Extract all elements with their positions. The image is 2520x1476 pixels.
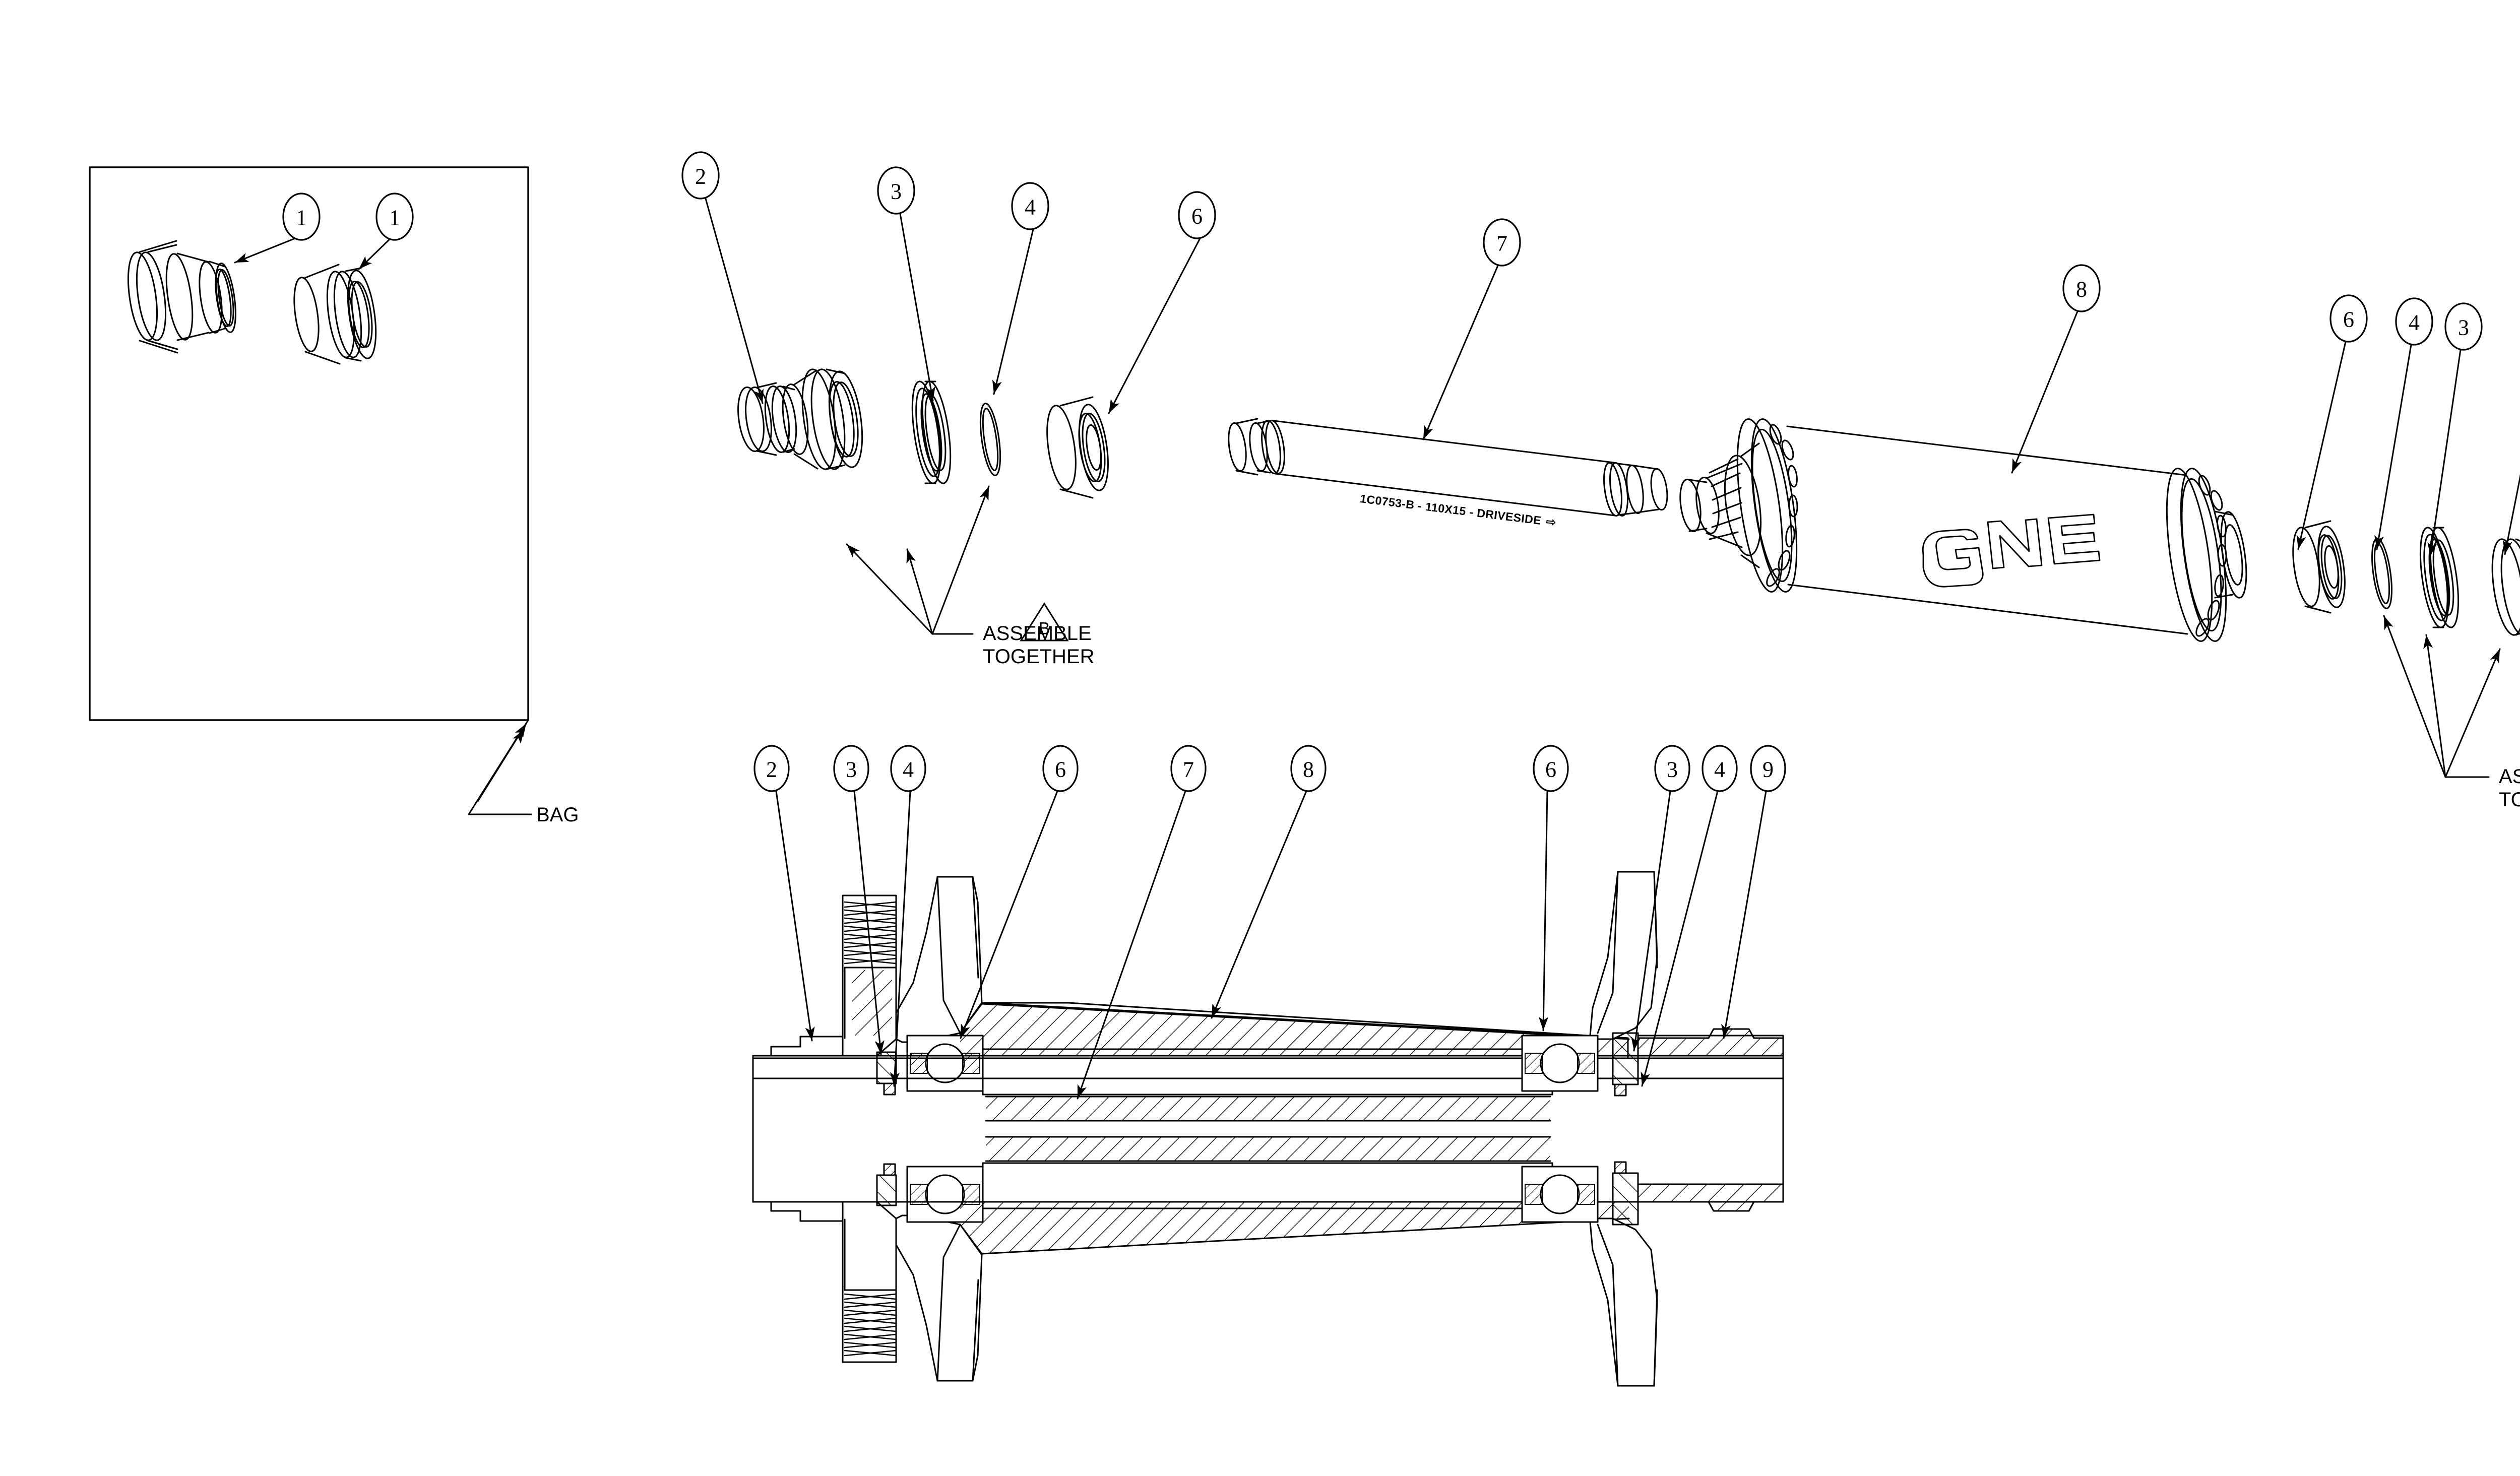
exploded-part-6r-bearing: [2292, 520, 2346, 614]
bag-leader: [468, 719, 532, 815]
bag-balloon-1b: [375, 192, 414, 241]
exploded-part-7-axle: [1228, 418, 1668, 517]
hub-one-logo: [1922, 514, 2101, 588]
assemble-note-right-leaders: [2383, 615, 2501, 778]
exploded-part-4r-oring: [2371, 538, 2392, 609]
assemble-note-right-line2: TOGETHER: [2499, 789, 2520, 811]
triangle-b-left-letter: B: [1038, 619, 1050, 638]
assemble-note-left-leaders: [846, 485, 990, 635]
section-balloon-leaders: [775, 790, 1767, 1100]
bag-label: BAG: [536, 804, 579, 826]
section-bearing-right-top: [1521, 1035, 1599, 1092]
bag-box: [89, 166, 529, 721]
exploded-part-2-endcap: [737, 368, 863, 470]
exploded-part-9-endcap: [2491, 538, 2520, 636]
exploded-part-3r-ring: [2419, 527, 2460, 628]
section-view: [752, 790, 1784, 1387]
bag-part-endcap-left: [127, 240, 236, 354]
exploded-part-6-bearing: [1046, 396, 1109, 499]
bag-balloon-1a: [282, 192, 321, 241]
triangle-b-left: [1020, 602, 1069, 641]
section-bearing-right-bottom: [1521, 1166, 1599, 1223]
revision-triangle-symbols: [1020, 602, 1069, 641]
bag-part-endcap-right: [293, 264, 377, 365]
assemble-note-left-line1: ASSEMBLE: [983, 622, 1092, 645]
exploded-part-4-oring: [979, 403, 1001, 476]
exploded-balloon-leaders: [705, 198, 2520, 557]
assemble-note-right-line1: ASSEMBLE: [2499, 765, 2520, 788]
assemble-note-left-line2: TOGETHER: [983, 646, 1095, 668]
balloon-shapes: [681, 151, 2483, 792]
exploded-part-8-hubshell: [1679, 418, 2247, 642]
exploded-part-3-ring: [911, 380, 952, 484]
bag-balloon-leaders: [234, 236, 393, 270]
